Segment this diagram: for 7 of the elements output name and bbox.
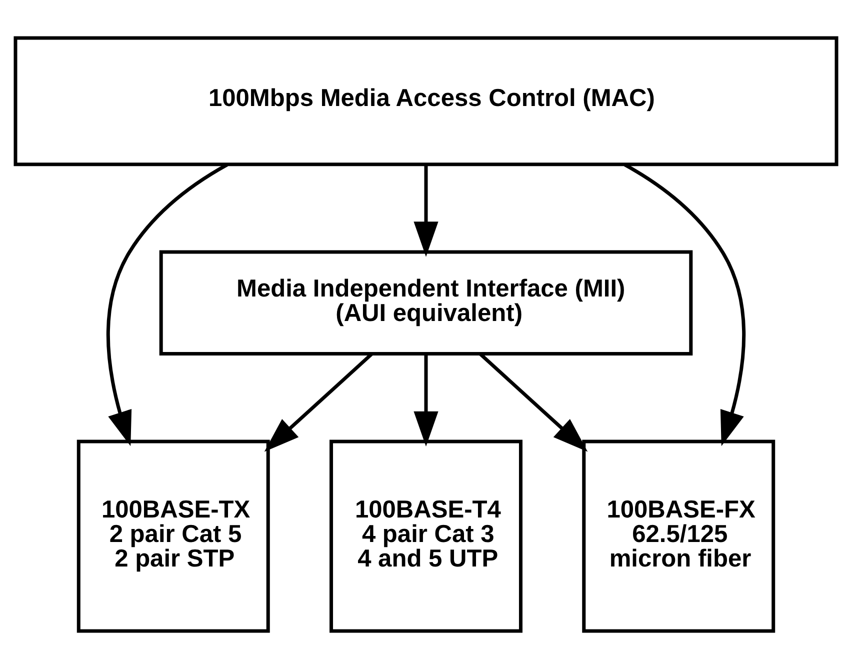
arrow xyxy=(414,353,438,446)
node-box: 100BASE-TX 2 pair Cat 5 2 pair STP xyxy=(76,439,270,632)
node-box: Media Independent Interface (MII) (AUI equivalent) xyxy=(159,250,693,356)
arrow xyxy=(414,164,438,256)
node-box: 100BASE-FX 62.5/125 micron fiber xyxy=(582,439,776,632)
node-box: 100Mbps Media Access Control (MAC) xyxy=(14,36,838,166)
node-box: 100BASE-T4 4 pair Cat 3 4 and 5 UTP xyxy=(330,439,522,632)
